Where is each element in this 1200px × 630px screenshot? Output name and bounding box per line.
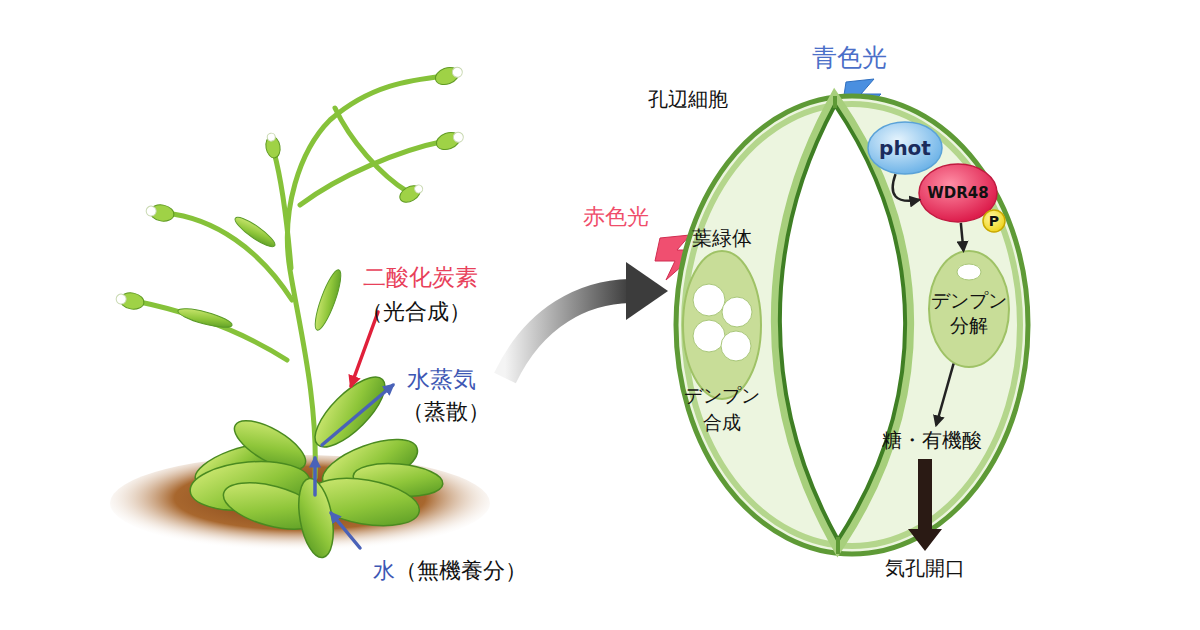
flower-bud xyxy=(434,128,466,153)
zoom-arrow xyxy=(505,262,668,378)
label-text: （蒸散） xyxy=(402,398,490,426)
node-text: 葉緑体 xyxy=(672,226,772,250)
flow-connector xyxy=(936,364,953,425)
stem-leaf xyxy=(310,268,345,333)
flower-bud xyxy=(145,205,157,217)
guard-cell-pair: 孔辺細胞葉緑体デンプン 合成photWDR48Pデンプン 分解糖・有機酸 xyxy=(672,92,1032,558)
flower-bud xyxy=(451,66,464,79)
guard-cell-pair-outline xyxy=(835,96,838,554)
chloroplast: デンプン 分解 xyxy=(928,250,1010,368)
result-text: 気孔開口 xyxy=(870,553,980,583)
node-text: 糖・有機酸 xyxy=(862,425,1002,455)
flow-arrow xyxy=(313,458,317,495)
label-text: 二酸化炭素 xyxy=(363,263,478,292)
flow-arrow xyxy=(331,513,360,548)
node-text: P xyxy=(982,209,1006,233)
node-text: 孔辺細胞 xyxy=(648,86,768,112)
product-text: 糖・有機酸 xyxy=(862,425,1002,455)
guard-cell-pair-outline xyxy=(684,104,1020,546)
rosette-leaf xyxy=(188,367,444,560)
flower-bud xyxy=(115,293,127,305)
flower-stem xyxy=(165,213,292,300)
flower-stem xyxy=(335,108,408,192)
flower-bud xyxy=(413,184,424,195)
label-text: 青色光 xyxy=(812,42,887,73)
flower-bud xyxy=(267,133,276,142)
flower-bud xyxy=(452,131,465,144)
node-text: デンプン 合成 xyxy=(677,382,767,436)
flow-arrow xyxy=(322,385,393,445)
flow-connector xyxy=(961,223,964,251)
node-text: WDR48 xyxy=(918,183,998,203)
flower-stem xyxy=(274,152,291,268)
flower-stem xyxy=(135,301,287,360)
flower-bud xyxy=(264,132,282,159)
zoom-arrow xyxy=(505,291,630,378)
chloroplast-outline xyxy=(682,250,762,400)
phosphate-circle-outline xyxy=(983,210,1005,232)
protein-ellipse: WDR48P xyxy=(918,163,998,223)
chloroplast-outline xyxy=(957,264,981,280)
chloroplast-outline xyxy=(722,297,752,327)
block-arrow xyxy=(908,459,942,551)
stem-leaf xyxy=(232,213,278,250)
node-text: phot xyxy=(867,134,943,162)
flow-connector xyxy=(893,174,919,201)
chloroplast-outline xyxy=(683,251,761,399)
flower-bud xyxy=(397,181,426,206)
node-text: 気孔開口 xyxy=(870,553,980,583)
flower-stem xyxy=(300,141,445,205)
flower-bud xyxy=(145,202,175,223)
photoreceptor-ellipse-outline xyxy=(868,122,942,174)
node-text: デンプン 分解 xyxy=(924,288,1014,338)
label-text: （光合成） xyxy=(361,298,471,326)
flower-bud xyxy=(433,63,465,88)
flow-arrow xyxy=(315,312,393,548)
guard-cell-pair-outline xyxy=(676,96,1028,554)
label-text: （無機養分） xyxy=(395,557,527,585)
label-text: 水 xyxy=(373,557,395,585)
stem-leaf xyxy=(176,213,345,332)
chloroplast-outline xyxy=(693,284,725,316)
label-text: 水蒸気 xyxy=(407,365,476,394)
zoom-arrow xyxy=(626,262,668,320)
phosphate-circle: P xyxy=(982,209,1006,233)
stem-leaf xyxy=(176,305,233,331)
chloroplast-outline xyxy=(721,331,751,361)
chloroplast-outline xyxy=(693,320,725,352)
flower-bud xyxy=(115,290,145,311)
label-text: 赤色光 xyxy=(583,203,649,231)
chloroplast: 葉緑体デンプン 合成 xyxy=(682,250,762,400)
photoreceptor-ellipse: phot xyxy=(867,121,943,175)
